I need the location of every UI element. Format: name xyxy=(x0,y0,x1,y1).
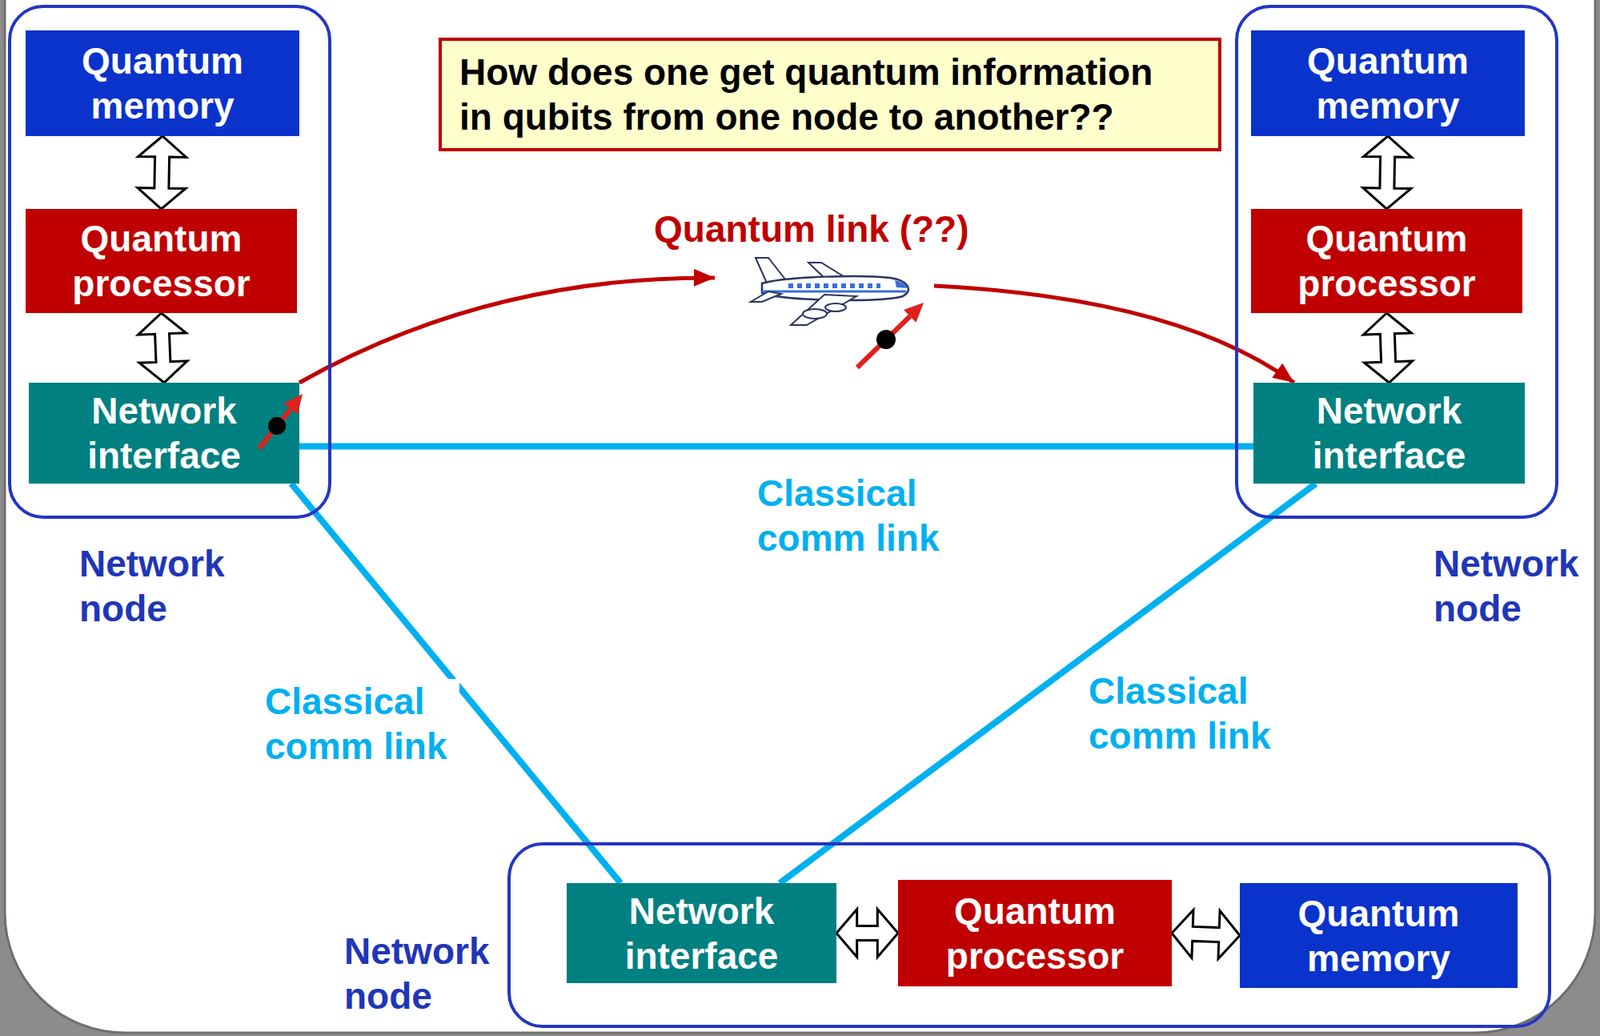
airplane xyxy=(750,257,909,325)
box-label: Network interface xyxy=(574,888,829,979)
box-label: Quantum memory xyxy=(1259,38,1517,129)
double-arrow xyxy=(137,136,187,209)
network-node: Network nodeQuantum memoryQuantum proces… xyxy=(8,4,332,519)
classical-link-stroke xyxy=(299,442,1254,450)
question-box: How does one get quantum information in … xyxy=(438,37,1222,152)
classical-link-line xyxy=(299,445,1254,447)
network-interface-box: Network interface xyxy=(28,382,300,484)
quantum-link-curve xyxy=(934,285,1295,383)
double-arrow-shape xyxy=(836,909,899,958)
quantum-processor-box: Quantum processor xyxy=(898,879,1172,987)
quantum-link-arrow xyxy=(299,268,1295,383)
classical-link-label: Classical comm link xyxy=(754,470,952,561)
double-arrow xyxy=(1363,136,1412,209)
quantum-processor-box: Quantum processor xyxy=(25,208,297,313)
box-label: Network interface xyxy=(1261,388,1517,478)
node-title: Network node xyxy=(79,541,240,631)
spin-arrow xyxy=(259,393,303,449)
classical-link-label: Classical comm link xyxy=(1086,668,1284,758)
box-label: Quantum memory xyxy=(1247,890,1510,981)
box-label: Quantum memory xyxy=(33,38,292,129)
box-label: Quantum processor xyxy=(33,216,289,306)
question-text: How does one get quantum information in … xyxy=(459,49,1170,140)
double-arrow xyxy=(1363,312,1412,383)
double-arrow-shape xyxy=(1171,909,1240,959)
quantum-memory-box: Quantum memory xyxy=(1239,882,1518,988)
classical-link-label: Classical comm link xyxy=(262,678,460,769)
quantum-memory-box: Quantum memory xyxy=(25,30,300,137)
quantum-link-label: Quantum link (??) xyxy=(651,206,972,252)
arrow-head xyxy=(1271,363,1295,383)
double-arrow-shape xyxy=(1363,136,1412,209)
double-arrow xyxy=(836,909,899,958)
box-label: Quantum processor xyxy=(1259,216,1515,306)
spin-arrow xyxy=(857,302,924,368)
network-node: Network nodeQuantum memoryQuantum proces… xyxy=(1235,4,1559,519)
box-label: Quantum processor xyxy=(906,888,1164,979)
network-interface-box: Network interface xyxy=(1253,382,1525,484)
box-label: Network interface xyxy=(36,388,292,478)
quantum-processor-box: Quantum processor xyxy=(1251,208,1523,313)
network-node: Network nodeNetwork interfaceQuantum pro… xyxy=(507,842,1552,1028)
quantum-memory-box: Quantum memory xyxy=(1251,30,1525,137)
double-arrow xyxy=(138,312,188,383)
quantum-link-curve xyxy=(299,277,715,383)
arrow-head xyxy=(693,268,715,287)
node-title: Network node xyxy=(344,928,505,1019)
double-arrow-shape xyxy=(137,136,187,209)
double-arrow-shape xyxy=(1363,312,1412,383)
network-interface-box: Network interface xyxy=(566,882,837,983)
node-title: Network node xyxy=(1433,541,1594,631)
double-arrow-shape xyxy=(138,312,188,383)
double-arrow xyxy=(1171,909,1240,959)
